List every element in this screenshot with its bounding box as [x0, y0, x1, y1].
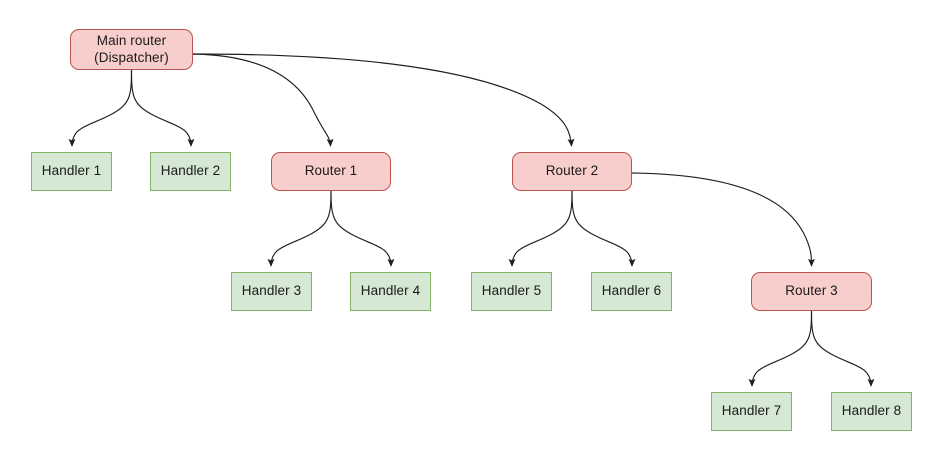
node-handler-8[interactable]: Handler 8	[831, 392, 912, 431]
edge-router-2-to-router-3	[631, 172, 815, 267]
node-handler-3[interactable]: Handler 3	[231, 272, 312, 311]
edge-router-2-to-handler-5	[508, 190, 573, 267]
node-main-router[interactable]: Main router (Dispatcher)	[70, 29, 193, 70]
edge-main-to-handler-1	[68, 69, 133, 147]
node-handler-2[interactable]: Handler 2	[150, 152, 231, 191]
edge-main-to-router-2	[192, 53, 575, 147]
edge-router-2-to-handler-6	[571, 190, 636, 267]
node-handler-7[interactable]: Handler 7	[711, 392, 792, 431]
edge-main-to-handler-2	[130, 69, 195, 147]
edge-main-to-router-1	[192, 53, 334, 147]
node-handler-5[interactable]: Handler 5	[471, 272, 552, 311]
node-router-3[interactable]: Router 3	[751, 272, 872, 311]
node-handler-6[interactable]: Handler 6	[591, 272, 672, 311]
edge-router-1-to-handler-3	[267, 190, 332, 267]
node-router-2[interactable]: Router 2	[512, 152, 632, 191]
node-router-1[interactable]: Router 1	[271, 152, 391, 191]
node-handler-1[interactable]: Handler 1	[31, 152, 112, 191]
edge-router-1-to-handler-4	[330, 190, 395, 267]
node-handler-4[interactable]: Handler 4	[350, 272, 431, 311]
edge-router-3-to-handler-7	[748, 310, 813, 387]
edge-router-3-to-handler-8	[810, 310, 875, 387]
